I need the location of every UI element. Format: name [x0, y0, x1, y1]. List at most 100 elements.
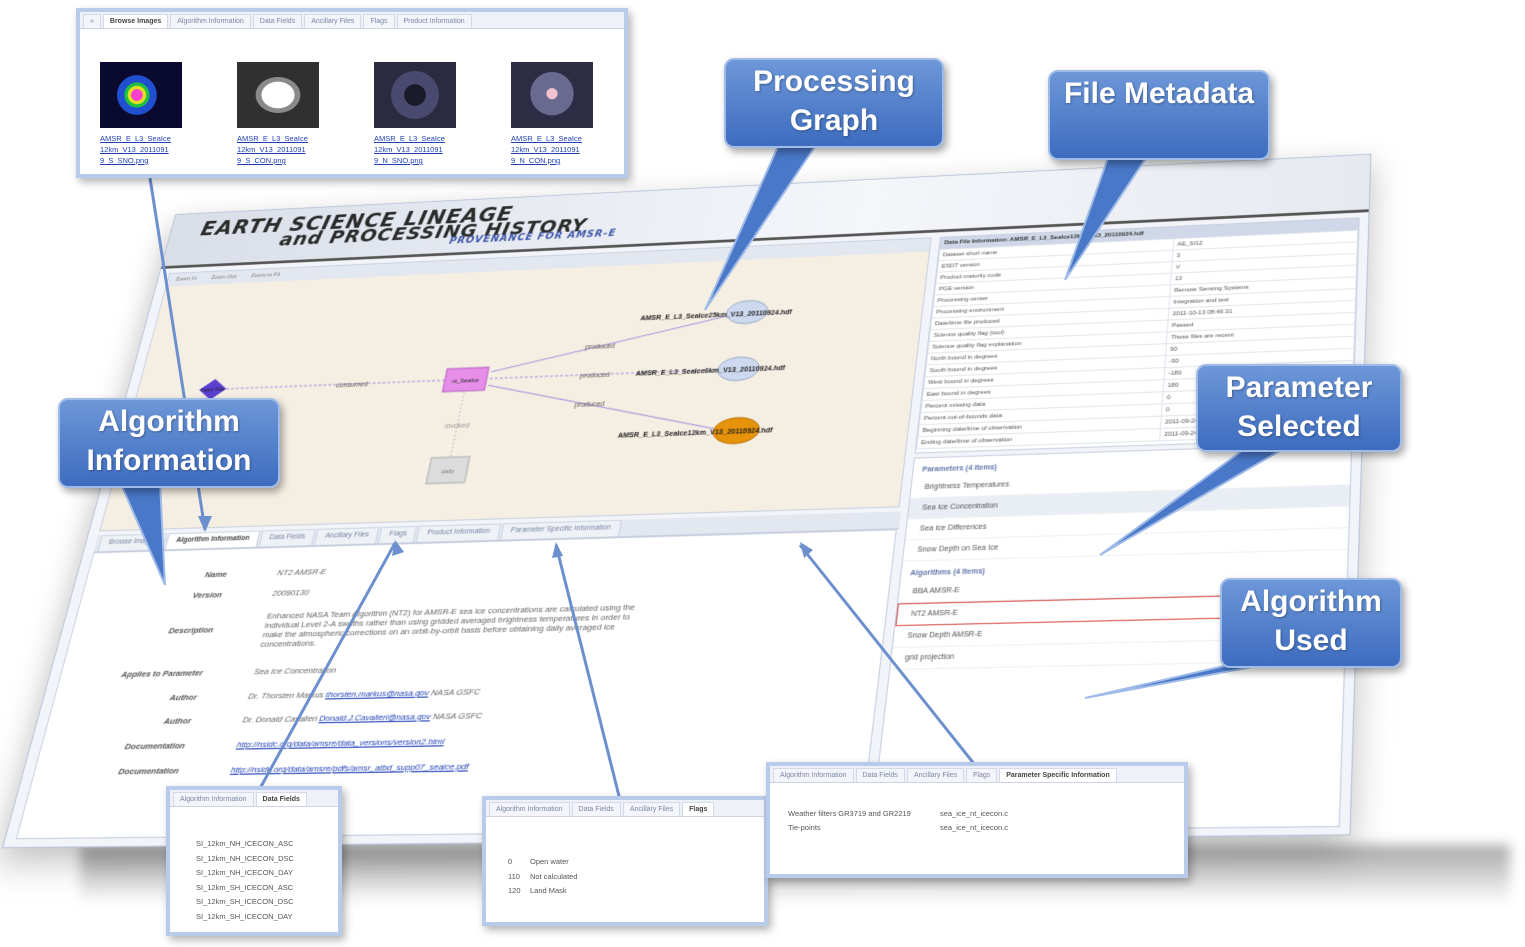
data-fields-inset: Algorithm Information Data Fields SI_12k…	[166, 786, 342, 936]
browse-thumbnail[interactable]	[374, 62, 456, 128]
browse-thumbnail[interactable]	[237, 62, 319, 128]
tab-flags[interactable]: Flags	[363, 14, 395, 28]
tab-algorithm-information[interactable]: Algorithm Information	[173, 792, 254, 806]
caption-line[interactable]: 12km_V13_2011091	[511, 145, 580, 154]
tab-browse-images[interactable]: Browse Images	[102, 14, 169, 28]
param-row: Tie-points sea_ice_nt_icecon.c	[788, 821, 1184, 835]
author-org: NASA GSFC	[432, 710, 484, 722]
callout-parameter-selected: Parameter Selected	[1196, 364, 1402, 452]
alg-value: 20090130	[271, 587, 310, 598]
process-label: nt_SeaIce	[451, 378, 479, 385]
param-tab-bar: Algorithm Information Data Fields Ancill…	[770, 766, 1184, 783]
author-name: Dr. Thorsten Markus	[247, 689, 325, 701]
flag-meaning: Open water	[530, 857, 569, 866]
alg-value: Dr. Donald Cavalieri Donald.J.Cavalieri@…	[242, 708, 627, 725]
output-label-25km: AMSR_E_L3_SeaIce25km_V13_20110924.hdf	[640, 309, 793, 322]
caption-line[interactable]: 9_N_CON.png	[511, 156, 561, 165]
tab-ancillary-files[interactable]: Ancillary Files	[304, 14, 362, 28]
tab-flags[interactable]: Flags	[682, 802, 715, 816]
process-node[interactable]	[442, 367, 489, 392]
input-file-node[interactable]	[196, 378, 229, 401]
param-source: sea_ice_nt_icecon.c	[940, 823, 1008, 832]
tab-algorithm-information[interactable]: Algorithm Information	[165, 530, 261, 550]
browse-caption[interactable]: AMSR_E_L3_SeaIce 12km_V13_2011091 9_S_SN…	[100, 133, 210, 166]
caption-line[interactable]: 9_S_CON.png	[237, 156, 286, 165]
author-email-link[interactable]: thorsten.markus@nasa.gov	[325, 687, 430, 700]
tab-ancillary-files[interactable]: Ancillary Files	[906, 768, 965, 782]
alg-label: Description	[167, 625, 215, 636]
browse-images-inset: « Browse Images Algorithm Information Da…	[76, 8, 628, 178]
zoom-in-button[interactable]: Zoom In	[175, 276, 198, 283]
tab-data-fields[interactable]: Data Fields	[258, 528, 316, 547]
caption-line[interactable]: 9_N_SNO.png	[374, 156, 423, 165]
browse-tab-bar: « Browse Images Algorithm Information Da…	[80, 12, 624, 29]
author-name: Dr. Donald Cavalieri	[241, 713, 319, 725]
flag-row: 120 Land Mask	[508, 884, 764, 899]
datafields-tab-bar: Algorithm Information Data Fields	[170, 790, 338, 807]
caption-line[interactable]: AMSR_E_L3_SeaIce	[237, 134, 308, 143]
tab-browse-images[interactable]: Browse Images	[97, 533, 168, 552]
zoom-out-button[interactable]: Zoom Out	[210, 274, 238, 281]
back-button[interactable]: «	[83, 14, 101, 28]
data-field-item: SI_12km_SH_ICECON_DAY	[196, 911, 293, 921]
flag-meaning: Land Mask	[530, 886, 567, 895]
flag-code: 120	[508, 886, 521, 895]
caption-line[interactable]: AMSR_E_L3_SeaIce	[511, 134, 582, 143]
processing-graph[interactable]: Input File nt_SeaIce daily AMSR_E_L3_Sea…	[100, 251, 929, 530]
edge-produced-2: produced	[579, 372, 610, 380]
documentation-link[interactable]: http://nsidc.org/data/amsre/data_version…	[235, 736, 446, 750]
caption-line[interactable]: 12km_V13_2011091	[100, 145, 169, 154]
caption-line[interactable]: 12km_V13_2011091	[237, 145, 306, 154]
alg-label: Version	[191, 590, 224, 601]
author-org: NASA GSFC	[430, 686, 482, 698]
zoom-fit-button[interactable]: Zoom to Fit	[250, 272, 281, 279]
caption-line[interactable]: AMSR_E_L3_SeaIce	[100, 134, 171, 143]
alg-value: Dr. Thorsten Markus thorsten.markus@nasa…	[247, 684, 630, 701]
tab-data-fields[interactable]: Data Fields	[252, 14, 303, 28]
alg-label: Documentation	[117, 765, 181, 777]
documentation-link[interactable]: http://nsidc.org/data/amsre/pdfs/amsr_at…	[229, 761, 470, 775]
tab-flags[interactable]: Flags	[378, 525, 418, 544]
alg-value: Sea Ice Concentration	[252, 665, 338, 677]
alg-row-name: Name NT2 AMSR-E	[89, 551, 893, 579]
tab-ancillary-files[interactable]: Ancillary Files	[622, 802, 681, 816]
author-email-link[interactable]: Donald.J.Cavalieri@nasa.gov	[318, 711, 432, 724]
browse-caption[interactable]: AMSR_E_L3_SeaIce 12km_V13_2011091 9_S_CO…	[237, 133, 347, 166]
tab-data-fields[interactable]: Data Fields	[255, 792, 307, 806]
caption-line[interactable]: AMSR_E_L3_SeaIce	[374, 134, 445, 143]
tab-algorithm-information[interactable]: Algorithm Information	[170, 14, 251, 28]
browse-caption[interactable]: AMSR_E_L3_SeaIce 12km_V13_2011091 9_N_CO…	[511, 133, 621, 166]
browse-thumbnail[interactable]	[100, 62, 182, 128]
tab-data-fields[interactable]: Data Fields	[571, 802, 621, 816]
alg-label: Author	[162, 715, 193, 727]
tab-algorithm-information[interactable]: Algorithm Information	[773, 768, 854, 782]
browse-caption[interactable]: AMSR_E_L3_SeaIce 12km_V13_2011091 9_N_SN…	[374, 133, 484, 166]
tab-ancillary-files[interactable]: Ancillary Files	[314, 526, 380, 546]
data-fields-list: SI_12km_NH_ICECON_ASC SI_12km_NH_ICECON_…	[170, 807, 338, 924]
alg-label: Name	[203, 569, 229, 580]
main-screenshot: EARTH SCIENCE LINEAGE and PROCESSING HIS…	[1, 153, 1372, 849]
tab-algorithm-information[interactable]: Algorithm Information	[489, 802, 570, 816]
alg-label: Author	[168, 692, 199, 703]
tab-flags[interactable]: Flags	[966, 768, 998, 782]
param-name: Tie-points	[788, 823, 821, 832]
output-label-6km: AMSR_E_L3_SeaIce6km_V13_20110924.hdf	[635, 365, 786, 378]
alg-label: Documentation	[123, 740, 187, 752]
caption-line[interactable]: 12km_V13_2011091	[374, 145, 443, 154]
input-file-label: Input File	[200, 387, 225, 394]
callout-processing-graph: Processing Graph	[724, 58, 944, 148]
caption-line[interactable]: 9_S_SNO.png	[100, 156, 149, 165]
flags-inset: Algorithm Information Data Fields Ancill…	[482, 796, 768, 926]
tab-data-fields[interactable]: Data Fields	[855, 768, 905, 782]
flag-code: 110	[508, 871, 520, 881]
alg-row-documentation: Documentation http://nsidc.org/data/amsr…	[43, 729, 872, 751]
browse-thumbnail[interactable]	[511, 62, 593, 128]
tab-product-information[interactable]: Product Information	[396, 14, 472, 28]
tab-product-information[interactable]: Product Information	[416, 523, 501, 543]
tab-parameter-specific-information[interactable]: Parameter Specific Information	[999, 768, 1117, 782]
